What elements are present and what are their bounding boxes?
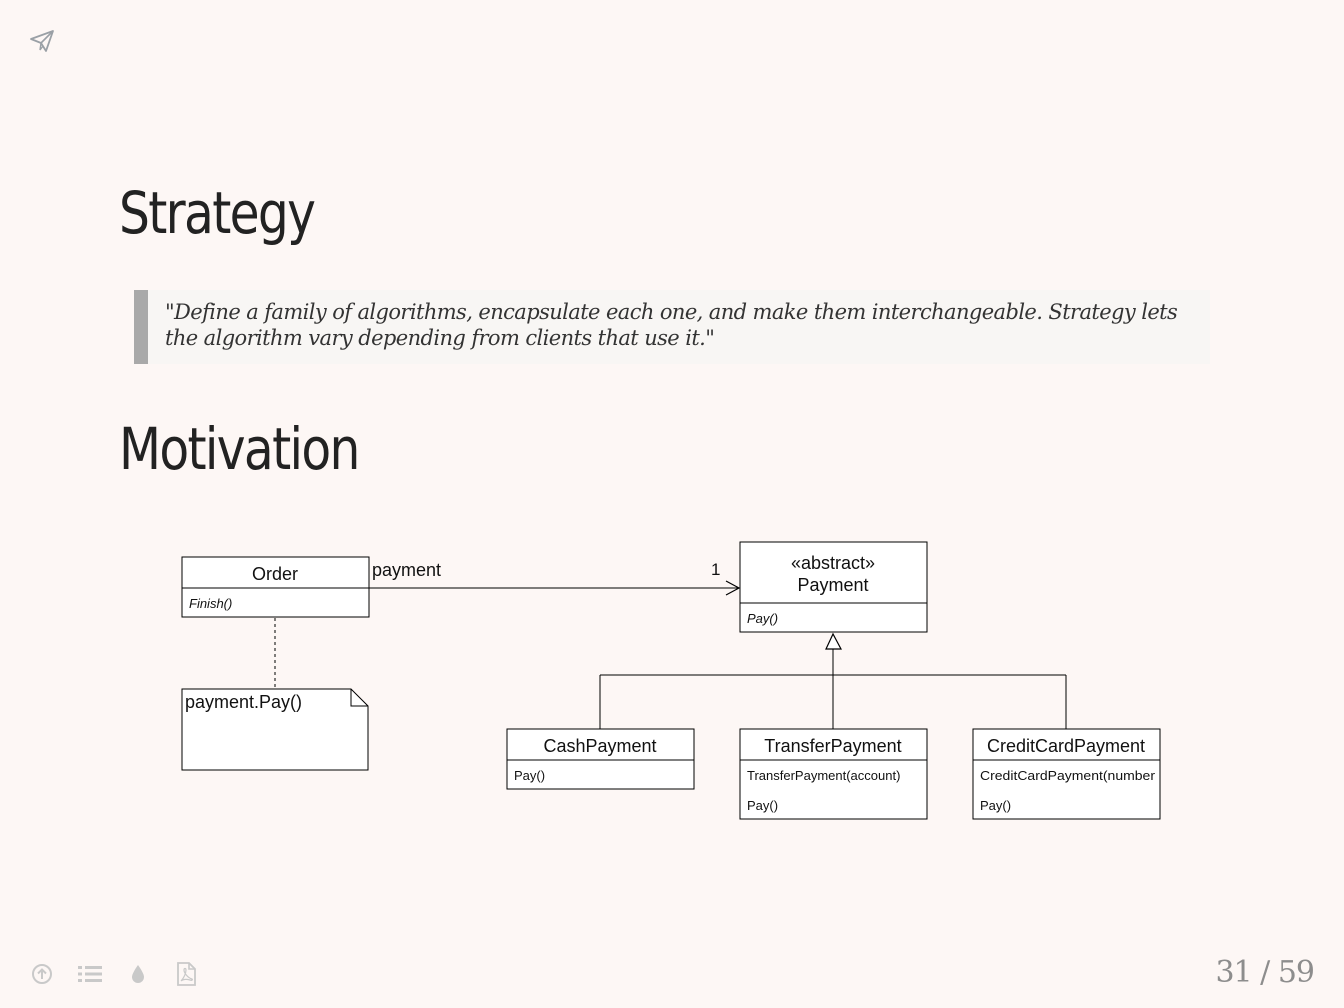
pdf-icon[interactable] [172, 960, 200, 988]
creditcardpayment-method-pay: Pay() [980, 798, 1011, 813]
payment-method-pay: Pay() [747, 611, 778, 626]
note-box: payment.Pay() [181, 688, 369, 771]
creditcardpayment-class-name: CreditCardPayment [987, 736, 1145, 756]
order-method-finish: Finish() [189, 596, 232, 611]
creditcardpayment-class-box: CreditCardPayment CreditCardPayment(numb… [972, 728, 1161, 820]
order-class-name: Order [252, 564, 298, 584]
note-text: payment.Pay() [185, 692, 302, 712]
paper-plane-icon[interactable] [28, 28, 56, 54]
payment-class-name: Payment [797, 575, 868, 595]
cashpayment-class-box: CashPayment Pay() [506, 728, 695, 790]
slide-page-counter: 31 / 59 [1215, 955, 1315, 990]
association-arrow [369, 580, 741, 596]
transferpayment-constructor: TransferPayment(account) [747, 768, 900, 783]
list-icon[interactable] [76, 960, 104, 988]
association-multiplicity: 1 [711, 560, 720, 579]
slide-toolbar [28, 960, 200, 988]
section-title: Motivation [119, 415, 360, 483]
association-label: payment [372, 560, 441, 580]
definition-quote: "Define a family of algorithms, encapsul… [134, 290, 1210, 364]
creditcardpayment-constructor: CreditCardPayment(number [980, 768, 1156, 783]
cashpayment-method-pay: Pay() [514, 768, 545, 783]
drop-icon[interactable] [124, 960, 152, 988]
payment-stereotype: «abstract» [791, 553, 875, 573]
up-circle-icon[interactable] [28, 960, 56, 988]
cashpayment-class-name: CashPayment [543, 736, 656, 756]
transferpayment-class-name: TransferPayment [764, 736, 901, 756]
transferpayment-class-box: TransferPayment TransferPayment(account)… [739, 728, 928, 820]
payment-class-box: «abstract» Payment Pay() [739, 541, 928, 633]
inheritance-connector [599, 632, 1067, 729]
slide-title: Strategy [119, 179, 316, 247]
order-class-box: Order Finish() [181, 556, 370, 618]
transferpayment-method-pay: Pay() [747, 798, 778, 813]
